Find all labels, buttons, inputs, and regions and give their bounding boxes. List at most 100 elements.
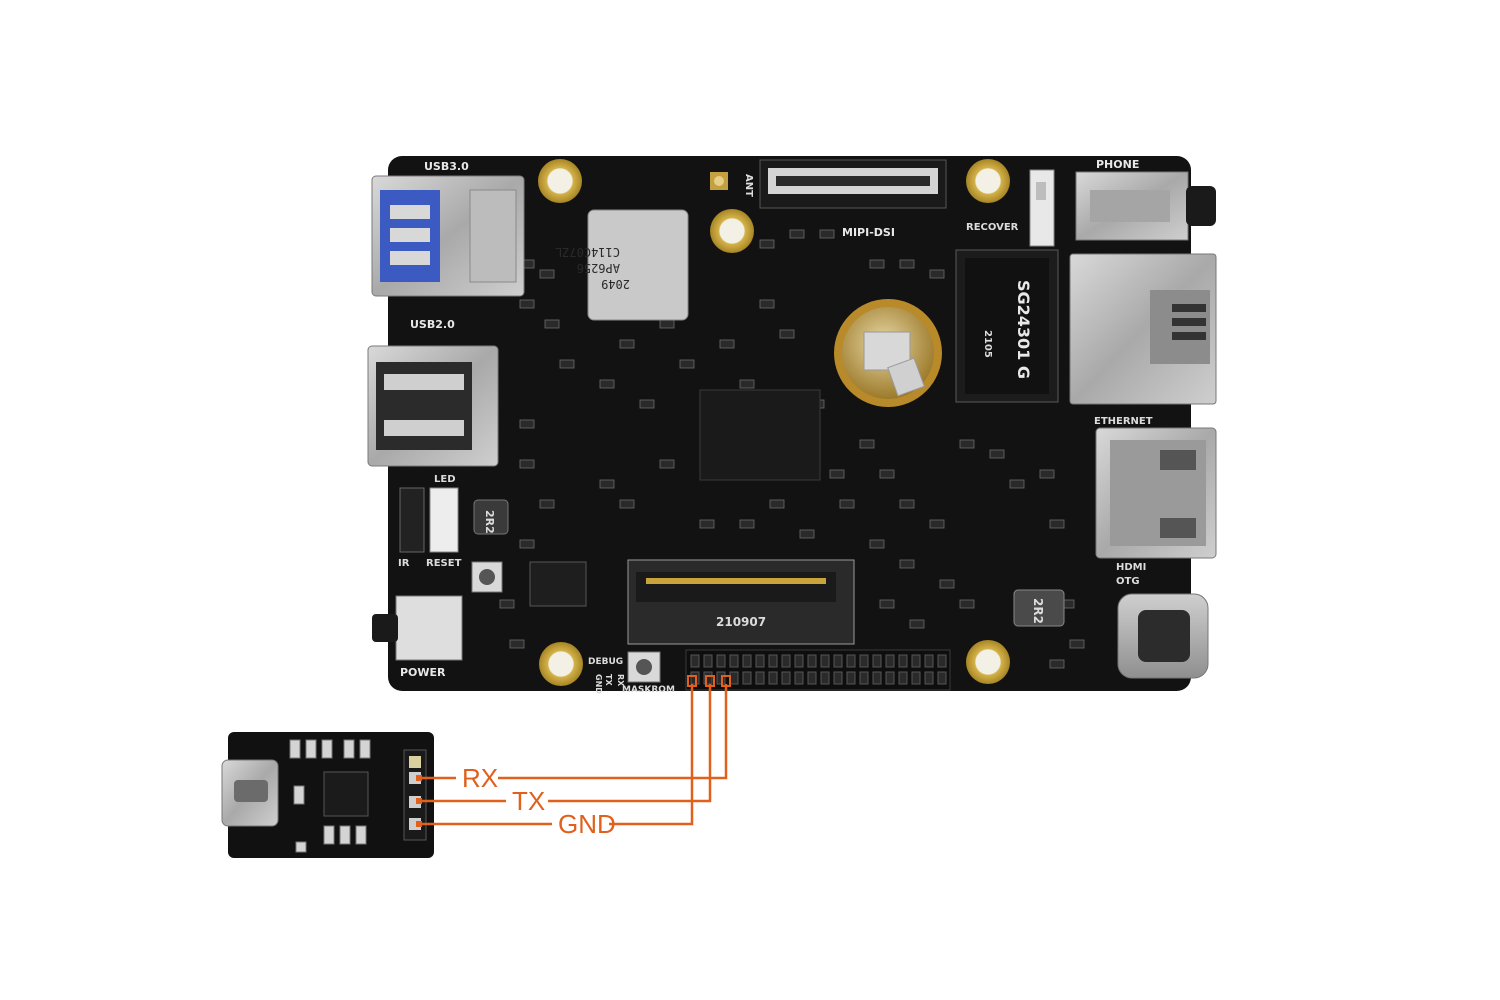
mounting-hole-bottom-left — [539, 642, 583, 686]
wire-gnd-segment-b — [609, 684, 694, 826]
adapter-micro-usb-port — [221, 759, 279, 827]
gpio-pin — [833, 654, 843, 668]
debug-rx-label: RX — [616, 674, 625, 687]
gpio-pin — [716, 654, 726, 668]
m2-slot-label: 210907 — [716, 615, 766, 629]
inductor-right: 2R2 — [1013, 589, 1065, 627]
wire-gnd-endpoint — [416, 821, 422, 827]
gpio-pin — [807, 654, 817, 668]
mounting-hole-top-left — [538, 159, 582, 203]
usb3-label: USB3.0 — [424, 160, 469, 173]
gpio-pin — [872, 671, 882, 685]
gpio-pin — [833, 671, 843, 685]
wifi-module-line1: AP6256 — [577, 261, 620, 275]
debug-tx-label: TX — [604, 674, 613, 686]
led — [429, 487, 459, 553]
gpio-pin — [781, 671, 791, 685]
gpio-pin — [794, 654, 804, 668]
ir-receiver — [399, 487, 425, 553]
main-board: USB3.0 USB2.0 AP6256 C114C07ZL 2049 ANT — [367, 156, 1217, 695]
adapter-pin-header — [403, 749, 427, 841]
maskrom-label: MASKROM — [622, 685, 675, 695]
gpio-pin — [768, 654, 778, 668]
inductor-left: 2R2 — [473, 499, 509, 535]
wire-tx-endpoint — [416, 798, 422, 804]
pmic-chip — [529, 561, 587, 607]
gpio-pin — [794, 671, 804, 685]
led-label: LED — [434, 474, 456, 485]
transformer-line1: SG24301 G — [1014, 280, 1033, 379]
usb2-label: USB2.0 — [410, 318, 455, 331]
adapter-chip — [323, 771, 369, 817]
reset-button — [471, 561, 503, 593]
wifi-module-line3: 2049 — [601, 277, 630, 291]
gpio-pin — [911, 671, 921, 685]
wire-rx-endpoint — [416, 775, 422, 781]
wire-tx-header-pin — [705, 675, 715, 687]
antenna-connector — [710, 172, 728, 190]
mipi-dsi-label: MIPI-DSI — [842, 226, 895, 239]
wire-rx-header-pin — [721, 675, 731, 687]
gpio-pin — [898, 654, 908, 668]
wire-gnd-header-pin — [687, 675, 697, 687]
gpio-pin — [937, 671, 947, 685]
gpio-pin — [846, 671, 856, 685]
power-label: POWER — [400, 666, 446, 679]
hdmi-label: HDMI — [1116, 562, 1146, 573]
recover-button — [1029, 169, 1055, 247]
wire-rx-label: RX — [462, 763, 498, 793]
hdmi-port — [1095, 427, 1217, 559]
gpio-pin — [729, 671, 739, 685]
ir-label: IR — [398, 558, 410, 569]
ethernet-transformer: SG24301 G 2105 — [955, 249, 1059, 403]
gpio-pin — [846, 654, 856, 668]
gpio-pin — [768, 671, 778, 685]
wire-rx-segment-b — [498, 684, 728, 780]
mounting-hole-top-right — [966, 159, 1010, 203]
gpio-pin — [729, 654, 739, 668]
debug-gnd-label: GND — [594, 674, 603, 694]
gpio-pin — [820, 671, 830, 685]
wire-tx-label: TX — [512, 786, 545, 816]
gpio-pin — [911, 654, 921, 668]
gpio-pin — [742, 671, 752, 685]
gpio-pin — [885, 654, 895, 668]
phone-label: PHONE — [1096, 158, 1139, 171]
inductor-right-label: 2R2 — [1031, 598, 1045, 624]
gpio-pin — [742, 654, 752, 668]
gpio-pin — [924, 654, 934, 668]
ant-label: ANT — [743, 174, 754, 197]
otg-label: OTG — [1116, 576, 1140, 587]
gpio-pin — [703, 671, 713, 685]
mounting-hole-upper — [710, 209, 754, 253]
wire-gnd-label: GND — [558, 809, 616, 839]
usb-serial-adapter — [221, 732, 434, 858]
usb3-port — [371, 175, 525, 297]
maskrom-button — [627, 651, 661, 683]
gpio-pin — [703, 654, 713, 668]
phone-jack — [1075, 171, 1216, 241]
gpio-pin — [859, 654, 869, 668]
debug-label: DEBUG — [588, 657, 623, 667]
gpio-pin — [820, 654, 830, 668]
mounting-hole-bottom-right — [966, 640, 1010, 684]
usb-c-otg-port — [1117, 593, 1209, 679]
gpio-pin — [937, 654, 947, 668]
adapter-smd — [289, 739, 371, 853]
gpio-pin — [859, 671, 869, 685]
processor-area — [699, 389, 821, 481]
gpio-pin — [781, 654, 791, 668]
recover-label: RECOVER — [966, 222, 1019, 233]
gpio-pin — [755, 671, 765, 685]
ethernet-port — [1069, 253, 1217, 405]
gpio-pin — [872, 654, 882, 668]
wifi-module-line2: C114C07ZL — [555, 245, 620, 259]
gpio-pin — [690, 654, 700, 668]
usb2-port — [367, 345, 499, 467]
gpio-pin — [885, 671, 895, 685]
reset-label: RESET — [426, 558, 462, 569]
m2-slot: 210907 — [627, 559, 855, 645]
inductor-left-label: 2R2 — [483, 510, 496, 534]
